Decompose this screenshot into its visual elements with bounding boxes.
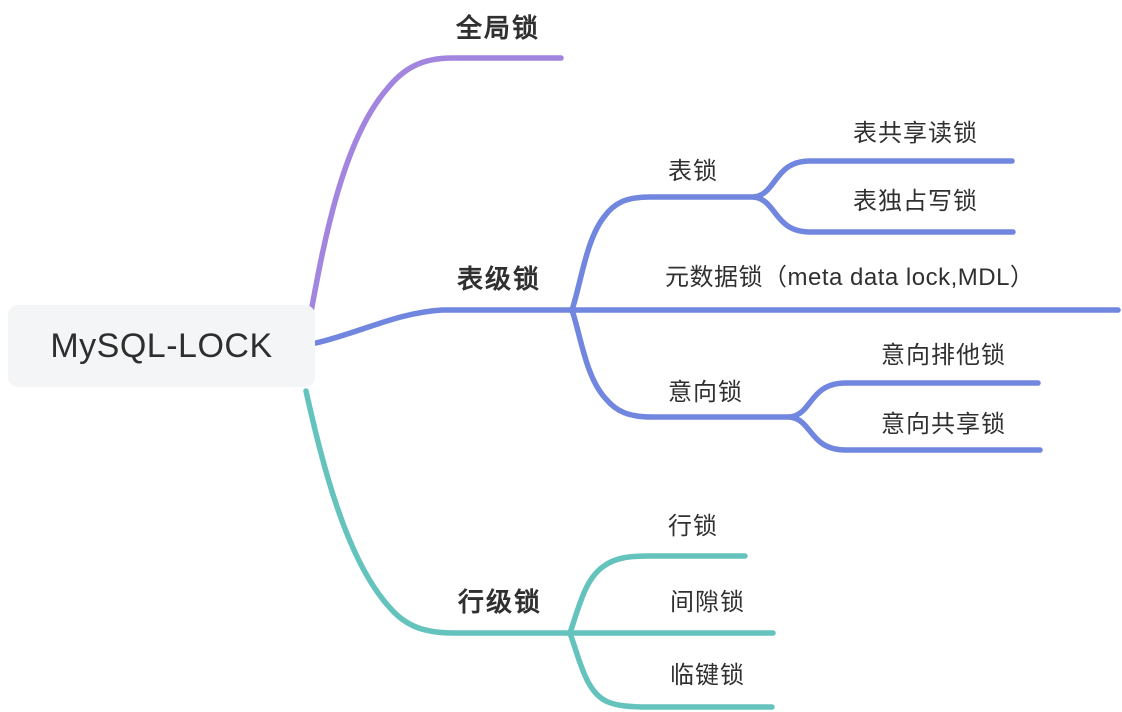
root-label: MySQL-LOCK [50,326,273,365]
branch-line-intention-exclusive-lock [787,380,1041,420]
branch-line-row-level-lock [303,388,573,636]
branch-line-intention-lock [569,307,793,420]
node-next-key-lock[interactable]: 临键锁 [670,662,745,689]
node-row-level-lock[interactable]: 行级锁 [458,587,543,617]
node-global-lock[interactable]: 全局锁 [456,13,541,43]
node-mdl-lock[interactable]: 元数据锁（meta data lock,MDL） [665,264,1035,291]
node-table-lock[interactable]: 表锁 [668,158,718,185]
node-table-shared-read-lock[interactable]: 表共享读锁 [853,120,978,147]
branch-line-table-shared-read-lock [751,158,1015,200]
node-table-exclusive-write-lock[interactable]: 表独占写锁 [853,188,978,215]
node-table-level-lock[interactable]: 表级锁 [457,264,542,294]
branch-line-table-lock [569,194,757,313]
branch-line-intention-shared-lock [787,414,1043,453]
branch-line-global-lock [306,55,564,326]
node-root[interactable]: MySQL-LOCK [8,305,315,387]
branch-line-table-level-lock [313,307,575,346]
node-intention-exclusive-lock[interactable]: 意向排他锁 [881,342,1006,369]
node-intention-lock[interactable]: 意向锁 [668,379,743,406]
node-intention-shared-lock[interactable]: 意向共享锁 [881,411,1006,438]
node-gap-lock[interactable]: 间隙锁 [670,589,745,616]
branch-line-next-key-lock [567,630,775,710]
node-row-lock[interactable]: 行锁 [668,513,718,540]
branch-line-table-exclusive-write-lock [751,194,1016,235]
branch-line-row-lock [567,553,748,636]
